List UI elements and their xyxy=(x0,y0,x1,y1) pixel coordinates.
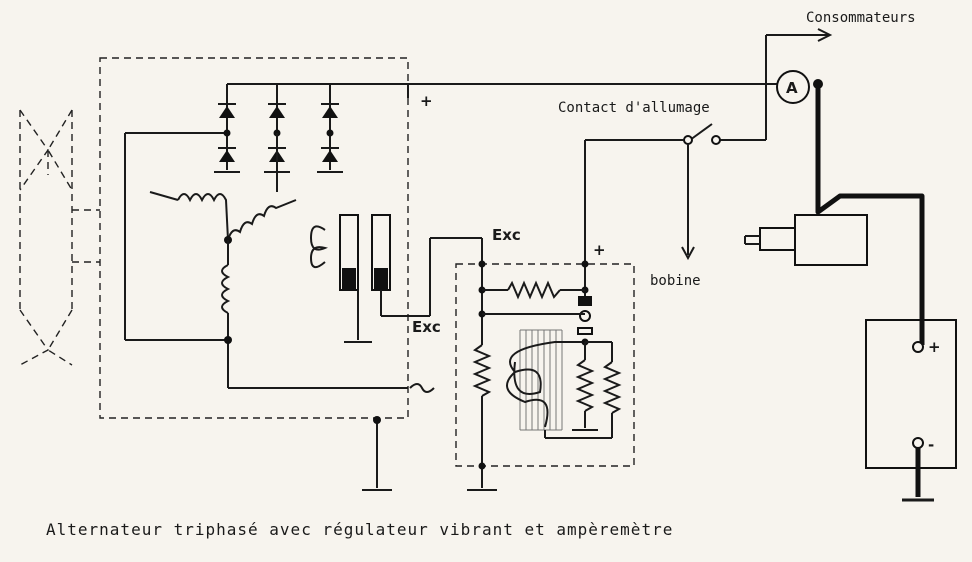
battery xyxy=(865,319,957,502)
battery-plus-label: + xyxy=(928,338,941,356)
reg-plus-label: + xyxy=(593,241,606,259)
diagram-caption: Alternateur triphasé avec régulateur vib… xyxy=(46,520,673,539)
alt-plus-label: + xyxy=(420,92,433,110)
alternator-housing xyxy=(99,57,409,419)
pulley-outline xyxy=(19,109,100,366)
contact-allumage-label: Contact d'allumage xyxy=(558,100,710,116)
battery-cable xyxy=(815,84,925,345)
starter-motor xyxy=(744,214,868,266)
regulator-housing xyxy=(455,263,635,467)
consommateurs-label: Consommateurs xyxy=(806,10,916,26)
regulator-internals xyxy=(429,140,622,491)
ammeter: A xyxy=(776,70,810,104)
bobine-label: bobine xyxy=(650,273,701,289)
battery-minus-label: - xyxy=(928,436,934,454)
diode-bridge xyxy=(124,83,408,341)
ammeter-label: A xyxy=(786,79,798,97)
stator-windings xyxy=(149,133,408,389)
exc-reg-label: Exc xyxy=(492,226,521,244)
exc-left-label: Exc xyxy=(412,318,441,336)
consumers-feed xyxy=(765,28,833,84)
housing-ground xyxy=(362,416,392,491)
ignition-switch xyxy=(585,84,767,261)
rotor-brushes xyxy=(309,214,430,343)
